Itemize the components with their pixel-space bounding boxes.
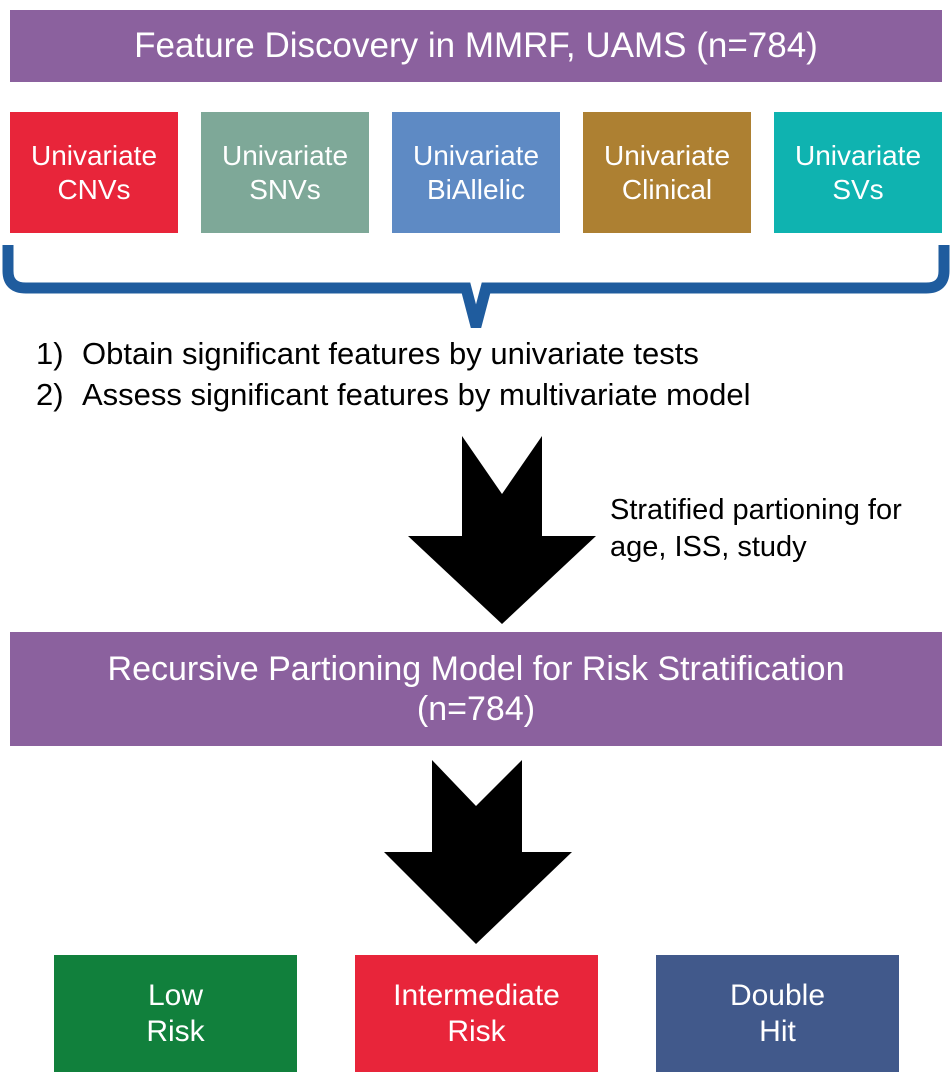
feature-box-univariate-snvs: Univariate SNVs [201, 112, 369, 233]
brace-connector [0, 243, 952, 348]
feature-box-line1: Univariate [30, 139, 158, 171]
down-arrow-icon [408, 436, 596, 624]
annotation-stratified-partioning: Stratified partioning for age, ISS, stud… [610, 492, 940, 565]
step-number: 2) [36, 376, 64, 412]
feature-box-label: Univariate Clinical [604, 139, 730, 206]
outcome-box-line2: Hit [759, 1014, 796, 1048]
outcome-box-line1: Intermediate [393, 978, 560, 1012]
outcome-box-label: Intermediate Risk [393, 978, 560, 1050]
model-banner-label: Recursive Partioning Model for Risk Stra… [108, 649, 845, 729]
model-banner-recursive-partioning: Recursive Partioning Model for Risk Stra… [10, 632, 942, 746]
down-arrow-icon [384, 760, 572, 944]
annotation-line2: age, ISS, study [610, 530, 807, 563]
feature-box-label: Univariate SNVs [222, 139, 348, 206]
annotation-line1: Stratified partioning for [610, 494, 902, 526]
outcome-box-low-risk: Low Risk [54, 955, 297, 1072]
down-arrow-to-model [404, 432, 600, 628]
feature-box-label: Univariate CNVs [31, 139, 157, 206]
step-item: 1) Obtain significant features by univar… [36, 334, 948, 375]
outcome-box-line2: Risk [447, 1014, 506, 1048]
outcome-box-line1: Low [147, 978, 204, 1012]
feature-box-line1: Univariate [603, 139, 731, 171]
brace-icon [2, 245, 950, 348]
steps-list: 1) Obtain significant features by univar… [36, 334, 948, 416]
feature-box-label: Univariate BiAllelic [413, 139, 539, 206]
feature-box-line2: BiAllelic [426, 173, 526, 205]
step-text: Assess significant features by multivari… [82, 376, 751, 412]
step-number: 1) [36, 336, 64, 371]
model-banner-line2: (n=784) [416, 690, 536, 728]
feature-box-line2: Clinical [621, 173, 713, 205]
outcome-box-line2: Risk [146, 1014, 205, 1048]
outcome-box-label: Low Risk [146, 978, 204, 1050]
feature-box-line2: CNVs [57, 173, 131, 205]
feature-box-line1: Univariate [412, 139, 540, 171]
down-arrow-to-outcomes [380, 756, 576, 948]
header-banner-title: Feature Discovery in MMRF, UAMS (n=784) [134, 26, 818, 66]
outcome-box-intermediate-risk: Intermediate Risk [355, 955, 598, 1072]
model-banner-line1: Recursive Partioning Model for Risk Stra… [107, 649, 845, 688]
header-banner-feature-discovery: Feature Discovery in MMRF, UAMS (n=784) [10, 10, 942, 82]
feature-box-line1: Univariate [794, 139, 922, 171]
feature-box-line2: SNVs [249, 173, 321, 205]
feature-box-univariate-biallelic: Univariate BiAllelic [392, 112, 560, 233]
feature-box-univariate-clinical: Univariate Clinical [583, 112, 751, 233]
feature-box-line2: SVs [832, 173, 884, 205]
outcome-box-label: Double Hit [730, 978, 825, 1050]
outcome-box-line1: Double [729, 978, 826, 1012]
step-text: Obtain significant features by univariat… [82, 336, 699, 371]
outcome-box-double-hit: Double Hit [656, 955, 899, 1072]
feature-box-line1: Univariate [221, 139, 349, 171]
feature-box-univariate-svs: Univariate SVs [774, 112, 942, 233]
feature-box-univariate-cnvs: Univariate CNVs [10, 112, 178, 233]
step-item: 2) Assess significant features by multiv… [36, 375, 948, 416]
feature-box-label: Univariate SVs [795, 139, 921, 206]
